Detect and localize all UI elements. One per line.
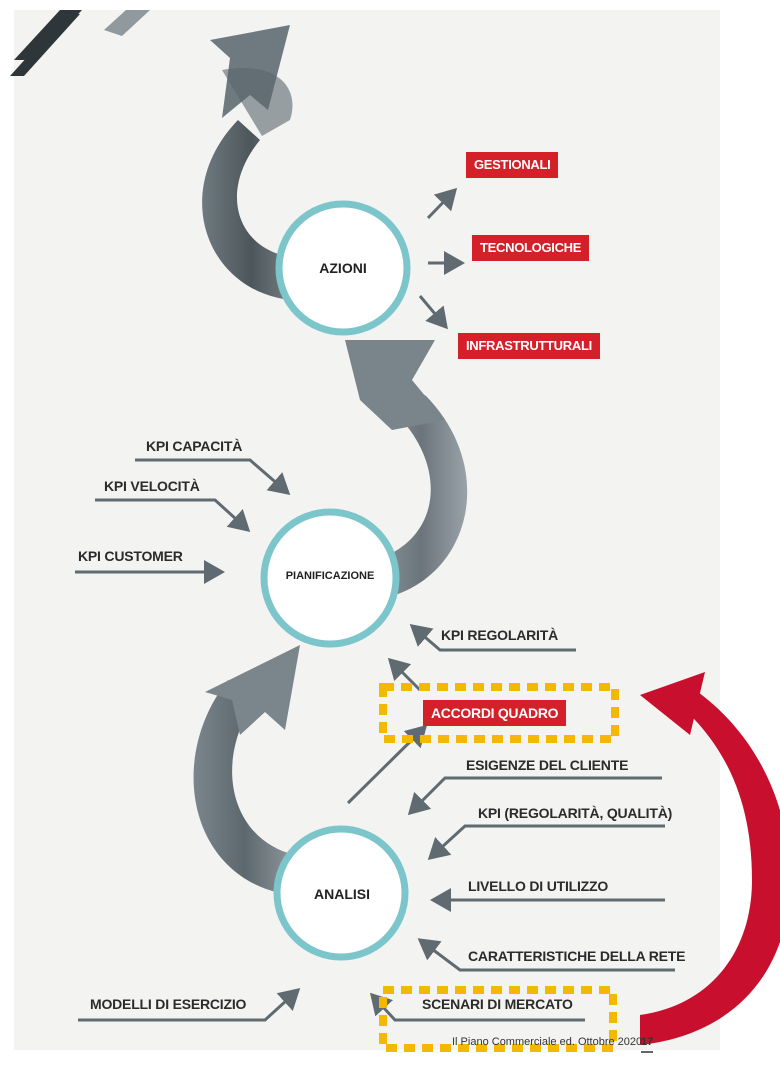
footer-text: Il Piano Commerciale ed. Ottobre 2020 <box>452 1036 643 1048</box>
node-analisi: ANALISI <box>314 886 370 902</box>
highlight-boxes <box>379 683 619 1052</box>
output-gestionali: GESTIONALI <box>466 152 559 178</box>
label-kpi-capacita: KPI CAPACITÀ <box>146 438 243 454</box>
azioni-output-arrows <box>418 187 465 330</box>
label-caratteristiche-rete: CARATTERISTICHE DELLA RETE <box>468 948 686 964</box>
corner-stripes <box>10 10 150 76</box>
label-accordi-quadro: ACCORDI QUADRO <box>423 700 567 726</box>
label-esigenze-cliente: ESIGENZE DEL CLIENTE <box>466 757 629 773</box>
label-kpi-velocita: KPI VELOCITÀ <box>104 478 200 494</box>
label-scenari-mercato: SCENARI DI MERCATO <box>422 996 573 1012</box>
pianificazione-input-arrows <box>75 458 576 692</box>
output-infrastrutturali: INFRASTRUTTURALI <box>458 333 600 359</box>
node-azioni: AZIONI <box>319 260 367 276</box>
label-kpi-regolarita-qualita: KPI (REGOLARITÀ, QUALITÀ) <box>478 805 673 821</box>
output-tecnologiche: TECNOLOGICHE <box>472 235 590 261</box>
curved-arrow-azioni <box>202 25 300 300</box>
label-modelli-esercizio: MODELLI DI ESERCIZIO <box>90 996 247 1012</box>
red-callout-arrow <box>640 672 780 1045</box>
label-livello-utilizzo: LIVELLO DI UTILIZZO <box>468 878 609 894</box>
analisi-input-arrows <box>78 724 675 1022</box>
node-circles <box>260 200 411 961</box>
label-kpi-regolarita: KPI REGOLARITÀ <box>441 627 558 643</box>
curved-arrow-pianificazione <box>345 340 468 600</box>
node-pianificazione: PIANIFICAZIONE <box>285 570 375 582</box>
page-number: 17 <box>641 1036 654 1048</box>
curved-arrow-analisi <box>193 645 300 895</box>
label-kpi-customer: KPI CUSTOMER <box>78 548 183 564</box>
